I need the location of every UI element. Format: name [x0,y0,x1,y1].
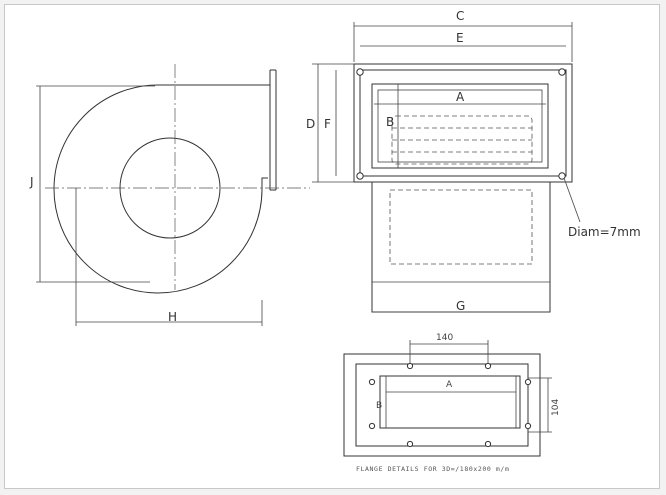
housing-body [371,181,551,313]
dimension-label-a: A [456,90,465,104]
flange-detail-hole [524,422,532,430]
hole-leader [563,177,581,223]
flange-detail-hole [524,378,532,386]
dimension-label-h: H [168,310,177,324]
dimension-label-f: F [324,117,331,131]
dimension-label-b: B [386,115,394,129]
flange-label-b: B [376,401,382,411]
outlet-opening [371,83,549,169]
dimension-label-e: E [456,31,464,45]
side-view [36,64,310,326]
flange-detail-outer [343,353,541,457]
dimension-label-d: D [306,117,315,131]
flange-hole [356,68,364,76]
flange-detail-hole [484,440,492,448]
dimension-label-j: J [29,175,34,189]
volute-outline [53,84,268,294]
flange-detail-hole [406,362,414,370]
flange-hole [356,172,364,180]
drawing-frame [4,4,660,489]
dimension-label-c: C [456,9,464,23]
flange-label-a: A [446,380,453,390]
flange-caption: FLANGE DETAILS FOR 3D=/180x200 m/m [356,465,509,473]
flange-detail-opening [379,375,521,429]
flange-hole [558,68,566,76]
flange-detail-hole [406,440,414,448]
flange-hole [558,172,566,180]
flange-detail-hole [368,422,376,430]
flange-detail-hole [484,362,492,370]
flange-detail [343,340,552,457]
flange-width-value: 140 [436,333,453,343]
flange-detail-hole [368,378,376,386]
front-view [312,22,581,313]
motor-hidden [389,189,533,265]
dimension-label-g: G [456,299,465,313]
impeller-hidden [391,115,533,165]
flange-height-value: 104 [551,399,561,416]
hole-diameter-note: Diam=7mm [568,225,641,239]
